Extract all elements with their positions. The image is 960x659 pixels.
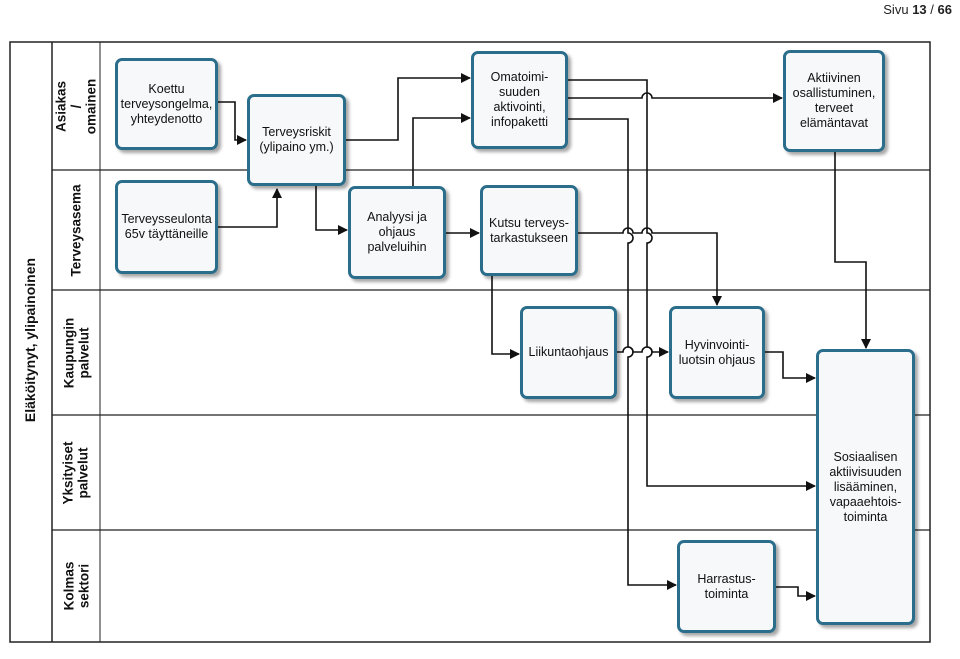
lane-label-kaupungin: Kaupungin palvelut: [61, 317, 91, 388]
edge-analyysi-omatoimi: [412, 113, 471, 186]
lane-label-yksityiset: Yksityiset palvelut: [61, 440, 92, 505]
edge-aktiivinen-sosiaalisen: [834, 152, 871, 349]
page-number: Sivu 13 / 66: [883, 2, 952, 17]
lane-label-terveysasema: Terveysasema: [68, 183, 84, 277]
edge-terveysriskit-analyysi: [315, 186, 348, 235]
node-omatoimisuuden: Omatoimi- suuden aktivointi, infopaketti: [471, 51, 568, 149]
edge-omatoimi-harrastus: [568, 118, 677, 590]
node-harrastus: Harrastus- toiminta: [677, 540, 776, 633]
edge-kutsu-liikunta: [491, 276, 520, 359]
node-sosiaalisen: Sosiaalisen aktiivisuuden lisääminen, va…: [816, 349, 915, 625]
node-liikuntaohjaus: Liikuntaohjaus: [520, 306, 617, 399]
edge-kutsu-hyvinvointi: [578, 227, 722, 306]
node-hyvinvointi: Hyvinvointi- luotsin ohjaus: [669, 306, 765, 399]
edge-terveysriskit-omatoimi: [346, 73, 471, 141]
node-analyysi: Analyysi ja ohjaus palveluihin: [348, 186, 446, 279]
edge-omatoimi-aktiivinen: [568, 92, 783, 103]
edge-harrastus-sosiaalisen: [776, 586, 816, 601]
edge-seulonta-terveysriskit: [218, 188, 282, 228]
lane-label-asiakas: Asiakas / omainen: [53, 78, 99, 134]
node-terveysseulonta: Terveysseulonta 65v täyttäneille: [115, 180, 218, 274]
edge-hyvinvointi-sosiaalisen: [765, 351, 816, 383]
node-aktiivinen: Aktiivinen osallistuminen, terveet elämä…: [783, 50, 885, 152]
pool-label: Eläköitynyt, ylipainoinen: [22, 257, 38, 423]
pool-frame: [9, 41, 931, 643]
node-kutsu: Kutsu terveys- tarkastukseen: [480, 185, 578, 276]
lane-label-kolmas: Kolmas sektori: [61, 561, 91, 611]
edge-liikunta-hyvinvointi: [617, 346, 669, 357]
edge-omatoimi-sosiaalisen: [568, 79, 816, 491]
node-terveysriskit: Terveysriskit (ylipaino ym.): [247, 94, 346, 186]
node-koettu: Koettu terveysongelma, yhteydenotto: [115, 58, 218, 150]
edge-koettu-terveysriskit: [218, 101, 247, 145]
